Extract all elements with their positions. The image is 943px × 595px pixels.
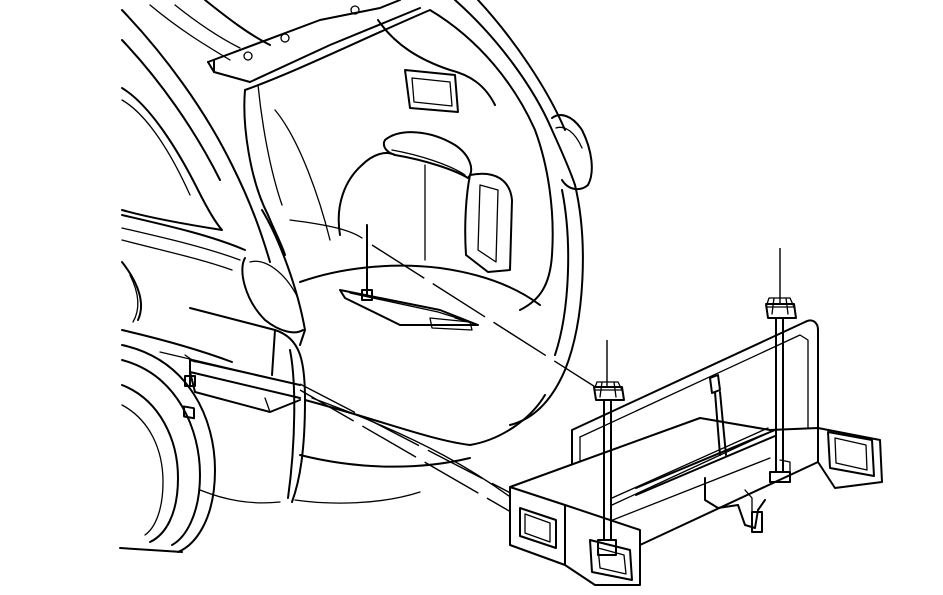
cargo-interior	[183, 19, 541, 420]
floor-stud-rear	[361, 224, 373, 301]
mounting-bolt-left	[593, 381, 625, 556]
floor-stud-left	[184, 359, 196, 387]
liftgate-opening	[159, 0, 593, 504]
mounting-bolt-right	[765, 297, 797, 483]
spare-tire-carrier	[509, 319, 883, 586]
vehicle-body	[119, 0, 281, 553]
